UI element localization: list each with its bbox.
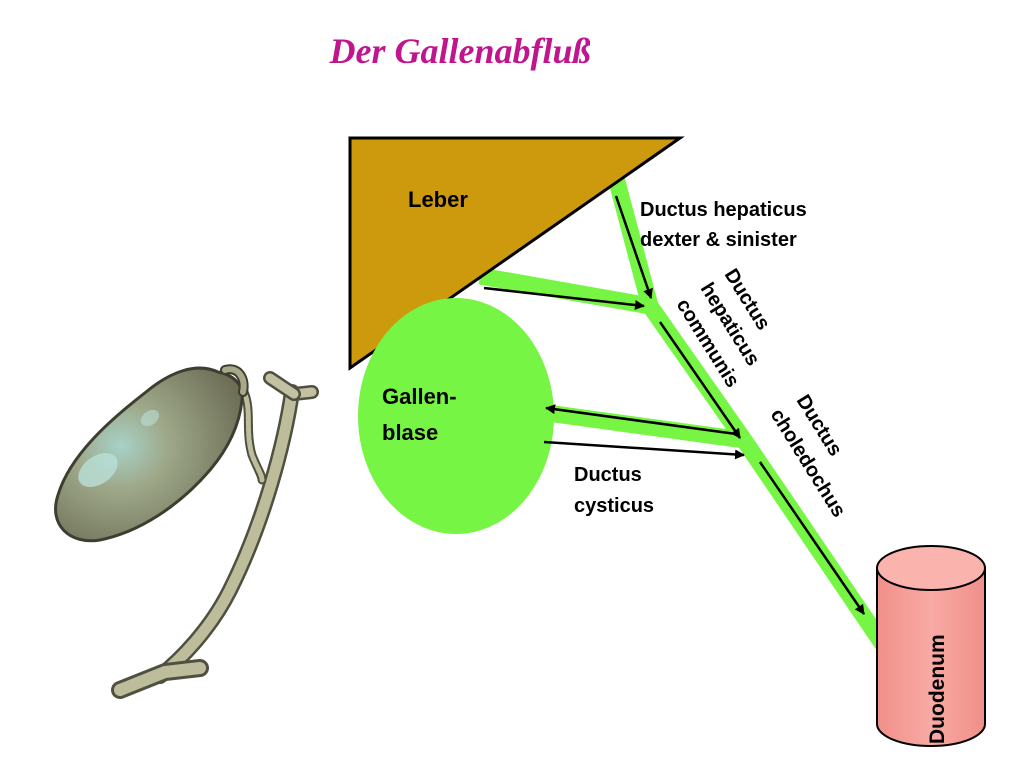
label-gallbladder-line1: Gallen-	[382, 384, 457, 409]
gallbladder-illustration	[54, 364, 319, 699]
label-liver: Leber	[408, 187, 468, 212]
duct-hepaticus-branch	[478, 267, 652, 315]
arrow-from-gallbladder	[543, 440, 745, 460]
label-gallbladder-line2: blase	[382, 420, 438, 445]
duodenum-shape	[876, 545, 986, 747]
duct-cysticus	[538, 403, 746, 449]
arrow-to-gallbladder	[545, 404, 737, 436]
arrow-hepaticus-down	[614, 195, 653, 299]
arrow-choledochus-down	[758, 461, 866, 615]
page-title: Der Gallenabfluß	[329, 31, 591, 71]
label-cysticus-line2: cysticus	[574, 495, 654, 517]
label-hepaticus-lr-line2: dexter & sinister	[640, 229, 797, 251]
label-duodenum: Duodenum	[926, 634, 949, 744]
arrow-liver-to-junction	[483, 286, 645, 310]
flow-arrows	[483, 195, 866, 615]
label-cysticus-line1: Ductus	[574, 464, 642, 486]
illustration-gallbladder	[54, 366, 244, 543]
gallbladder-shape	[358, 298, 554, 534]
label-hepaticus-lr-line1: Ductus hepaticus	[640, 199, 807, 221]
arrow-communis-down	[658, 321, 742, 439]
